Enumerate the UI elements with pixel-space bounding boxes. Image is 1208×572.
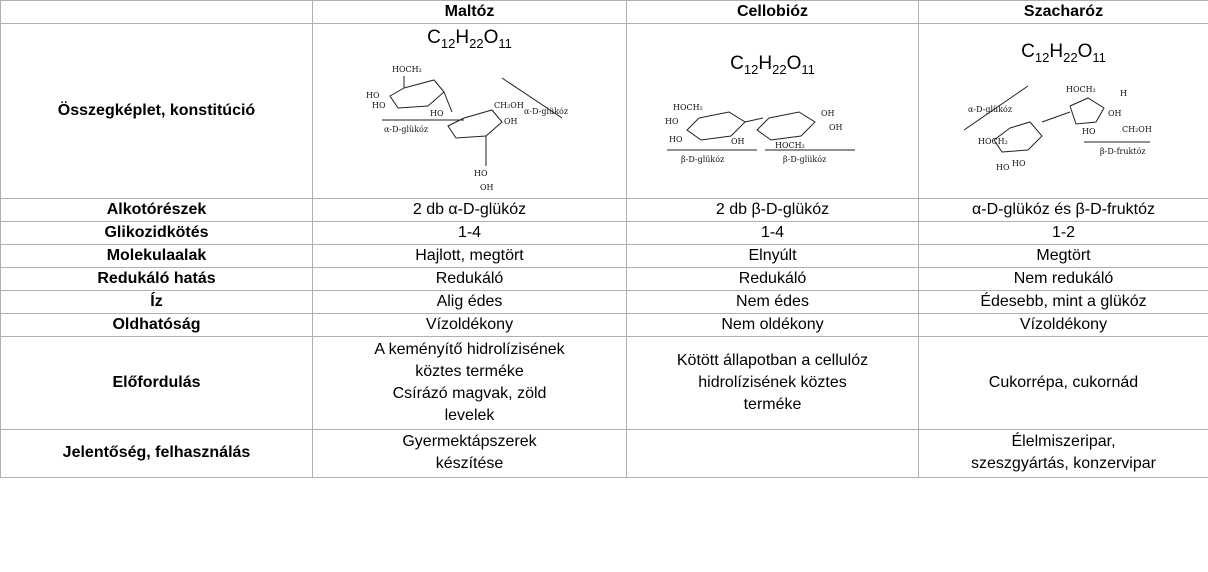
row-label-occurrence: Előfordulás xyxy=(0,335,313,430)
cell-sucrose: α-D-glükóz és β-D-fruktóz xyxy=(918,197,1208,222)
text-line: terméke xyxy=(743,395,802,413)
svg-text:HO: HO xyxy=(1012,159,1026,168)
usage-maltose: Gyermektápszerek készítése xyxy=(312,428,627,478)
svg-text:HO: HO xyxy=(430,109,444,118)
cell-cellobiose: Elnyúlt xyxy=(626,243,919,268)
occurrence-sucrose: Cukorrépa, cukornád xyxy=(918,335,1208,430)
text-line: Cukorrépa, cukornád xyxy=(988,373,1139,391)
sucrose-hoch2: HOCH₂ xyxy=(1066,85,1096,94)
svg-text:HO: HO xyxy=(366,91,380,100)
svg-text:HO: HO xyxy=(669,135,683,144)
header-cellobiose: Cellobióz xyxy=(626,0,919,24)
row-label: Íz xyxy=(0,289,313,314)
sucrose-label-1: α-D-glükóz xyxy=(968,105,1012,114)
row-label-usage: Jelentőség, felhasználás xyxy=(0,428,313,478)
cell-sucrose: Megtört xyxy=(918,243,1208,268)
cellobiose-hoch2: HOCH₂ xyxy=(673,103,703,112)
text-line: hidrolízisének köztes xyxy=(698,373,847,391)
usage-row: Jelentőség, felhasználás Gyermektápszere… xyxy=(0,428,1208,478)
text-line: Kötött állapotban a cellulóz xyxy=(676,351,869,369)
text-line: Gyermektápszerek xyxy=(402,433,537,451)
svg-text:HOCH₂: HOCH₂ xyxy=(978,137,1008,146)
text-line: készítése xyxy=(435,455,504,473)
svg-text:OH: OH xyxy=(480,183,494,192)
svg-text:OH: OH xyxy=(829,123,843,132)
svg-text:HO: HO xyxy=(474,169,488,178)
maltose-label-2: α-D-glükóz xyxy=(384,125,428,134)
maltose-formula: C12H22O11 xyxy=(427,27,512,51)
cell-maltose: Redukáló xyxy=(312,266,627,291)
occurrence-cellobiose: Kötött állapotban a cellulóz hidrolízisén… xyxy=(626,335,919,430)
cellobiose-label-1: β-D-glükóz xyxy=(681,155,724,164)
usage-cellobiose xyxy=(626,428,919,478)
maltose-label-1: α-D-glükóz xyxy=(524,107,568,116)
text-line: Élelmiszeripar, xyxy=(1011,433,1116,451)
disaccharide-table: Maltóz Cellobióz Szacharóz Összegképlet,… xyxy=(0,0,1208,478)
cell-cellobiose: 2 db β-D-glükóz xyxy=(626,197,919,222)
sucrose-structure-diagram: α-D-glükóz HOCH₂ HOCH₂ H OH CH₂OH HO HO … xyxy=(953,71,1174,182)
cell-cellobiose: 1-4 xyxy=(626,220,919,245)
maltose-structure-diagram: HOCH₂ HO HO HO CH₂OH OH HO OH α-D-glükóz… xyxy=(351,57,588,198)
row-label: Glikozidkötés xyxy=(0,220,313,245)
row-label: Molekulaalak xyxy=(0,243,313,268)
cell-maltose: Alig édes xyxy=(312,289,627,314)
row-label: Redukáló hatás xyxy=(0,266,313,291)
cell-sucrose: Édesebb, mint a glükóz xyxy=(918,289,1208,314)
row-label-formula: Összegképlet, konstitúció xyxy=(0,23,313,199)
cell-sucrose: 1-2 xyxy=(918,220,1208,245)
svg-text:OH: OH xyxy=(504,117,518,126)
text-line: szeszgyártás, konzervipar xyxy=(971,455,1156,473)
usage-sucrose: Élelmiszeripar, szeszgyártás, konzervipar xyxy=(918,428,1208,478)
text-line: A keményítő hidrolízisének xyxy=(374,340,565,358)
svg-text:HO: HO xyxy=(372,101,386,110)
maltose-hoch2: HOCH₂ xyxy=(392,65,422,74)
svg-text:HO: HO xyxy=(996,163,1010,172)
text-line: levelek xyxy=(444,406,495,424)
sucrose-formula: C12H22O11 xyxy=(1021,41,1106,65)
sucrose-label-2: β-D-fruktóz xyxy=(1100,147,1146,156)
svg-text:OH: OH xyxy=(731,137,745,146)
maltose-ch2oh: CH₂OH xyxy=(494,101,524,110)
cell-maltose: 2 db α-D-glükóz xyxy=(312,197,627,222)
occurrence-maltose: A keményítő hidrolízisének köztes terméke… xyxy=(312,335,627,430)
cellobiose-formula: C12H22O11 xyxy=(730,53,815,77)
header-maltose: Maltóz xyxy=(312,0,627,24)
cell-maltose: 1-4 xyxy=(312,220,627,245)
header-row: Maltóz Cellobióz Szacharóz xyxy=(0,0,1208,24)
svg-text:HO: HO xyxy=(1082,127,1096,136)
header-sucrose: Szacharóz xyxy=(918,0,1208,24)
cell-cellobiose: Nem édes xyxy=(626,289,919,314)
svg-text:HO: HO xyxy=(665,117,679,126)
svg-text:OH: OH xyxy=(1108,109,1122,118)
text-line: Csírázó magvak, zöld xyxy=(392,384,547,402)
cell-cellobiose: Redukáló xyxy=(626,266,919,291)
cell-maltose: Vízoldékony xyxy=(312,312,627,337)
cellobiose-structure-diagram: HOCH₂ HO HO OH OH OH HOCH₂ β-D-glükóz β-… xyxy=(658,83,887,170)
cell-sucrose: Nem redukáló xyxy=(918,266,1208,291)
occurrence-row: Előfordulás A keményítő hidrolízisének kö… xyxy=(0,335,1208,430)
svg-text:HOCH₂: HOCH₂ xyxy=(775,141,805,150)
sucrose-ch2oh: CH₂OH xyxy=(1122,125,1152,134)
cellobiose-label-2: β-D-glükóz xyxy=(783,155,826,164)
svg-text:OH: OH xyxy=(821,109,835,118)
cell-sucrose: Vízoldékony xyxy=(918,312,1208,337)
svg-text:H: H xyxy=(1120,89,1127,98)
row-label: Alkotórészek xyxy=(0,197,313,222)
cell-cellobiose: Nem oldékony xyxy=(626,312,919,337)
formula-row: Összegképlet, konstitúció C12H22O11 HOCH… xyxy=(0,23,1208,199)
sucrose-structure-cell: C12H22O11 α-D-glükóz HOCH₂ HOCH₂ H OH CH… xyxy=(918,23,1208,199)
text-line: köztes terméke xyxy=(415,362,524,380)
maltose-structure-cell: C12H22O11 HOCH₂ HO HO HO CH₂OH OH H xyxy=(312,23,627,199)
header-empty xyxy=(0,0,313,24)
cell-maltose: Hajlott, megtört xyxy=(312,243,627,268)
row-label: Oldhatóság xyxy=(0,312,313,337)
cellobiose-structure-cell: C12H22O11 HOCH₂ HO HO OH OH OH HOCH₂ β-D… xyxy=(626,23,919,199)
